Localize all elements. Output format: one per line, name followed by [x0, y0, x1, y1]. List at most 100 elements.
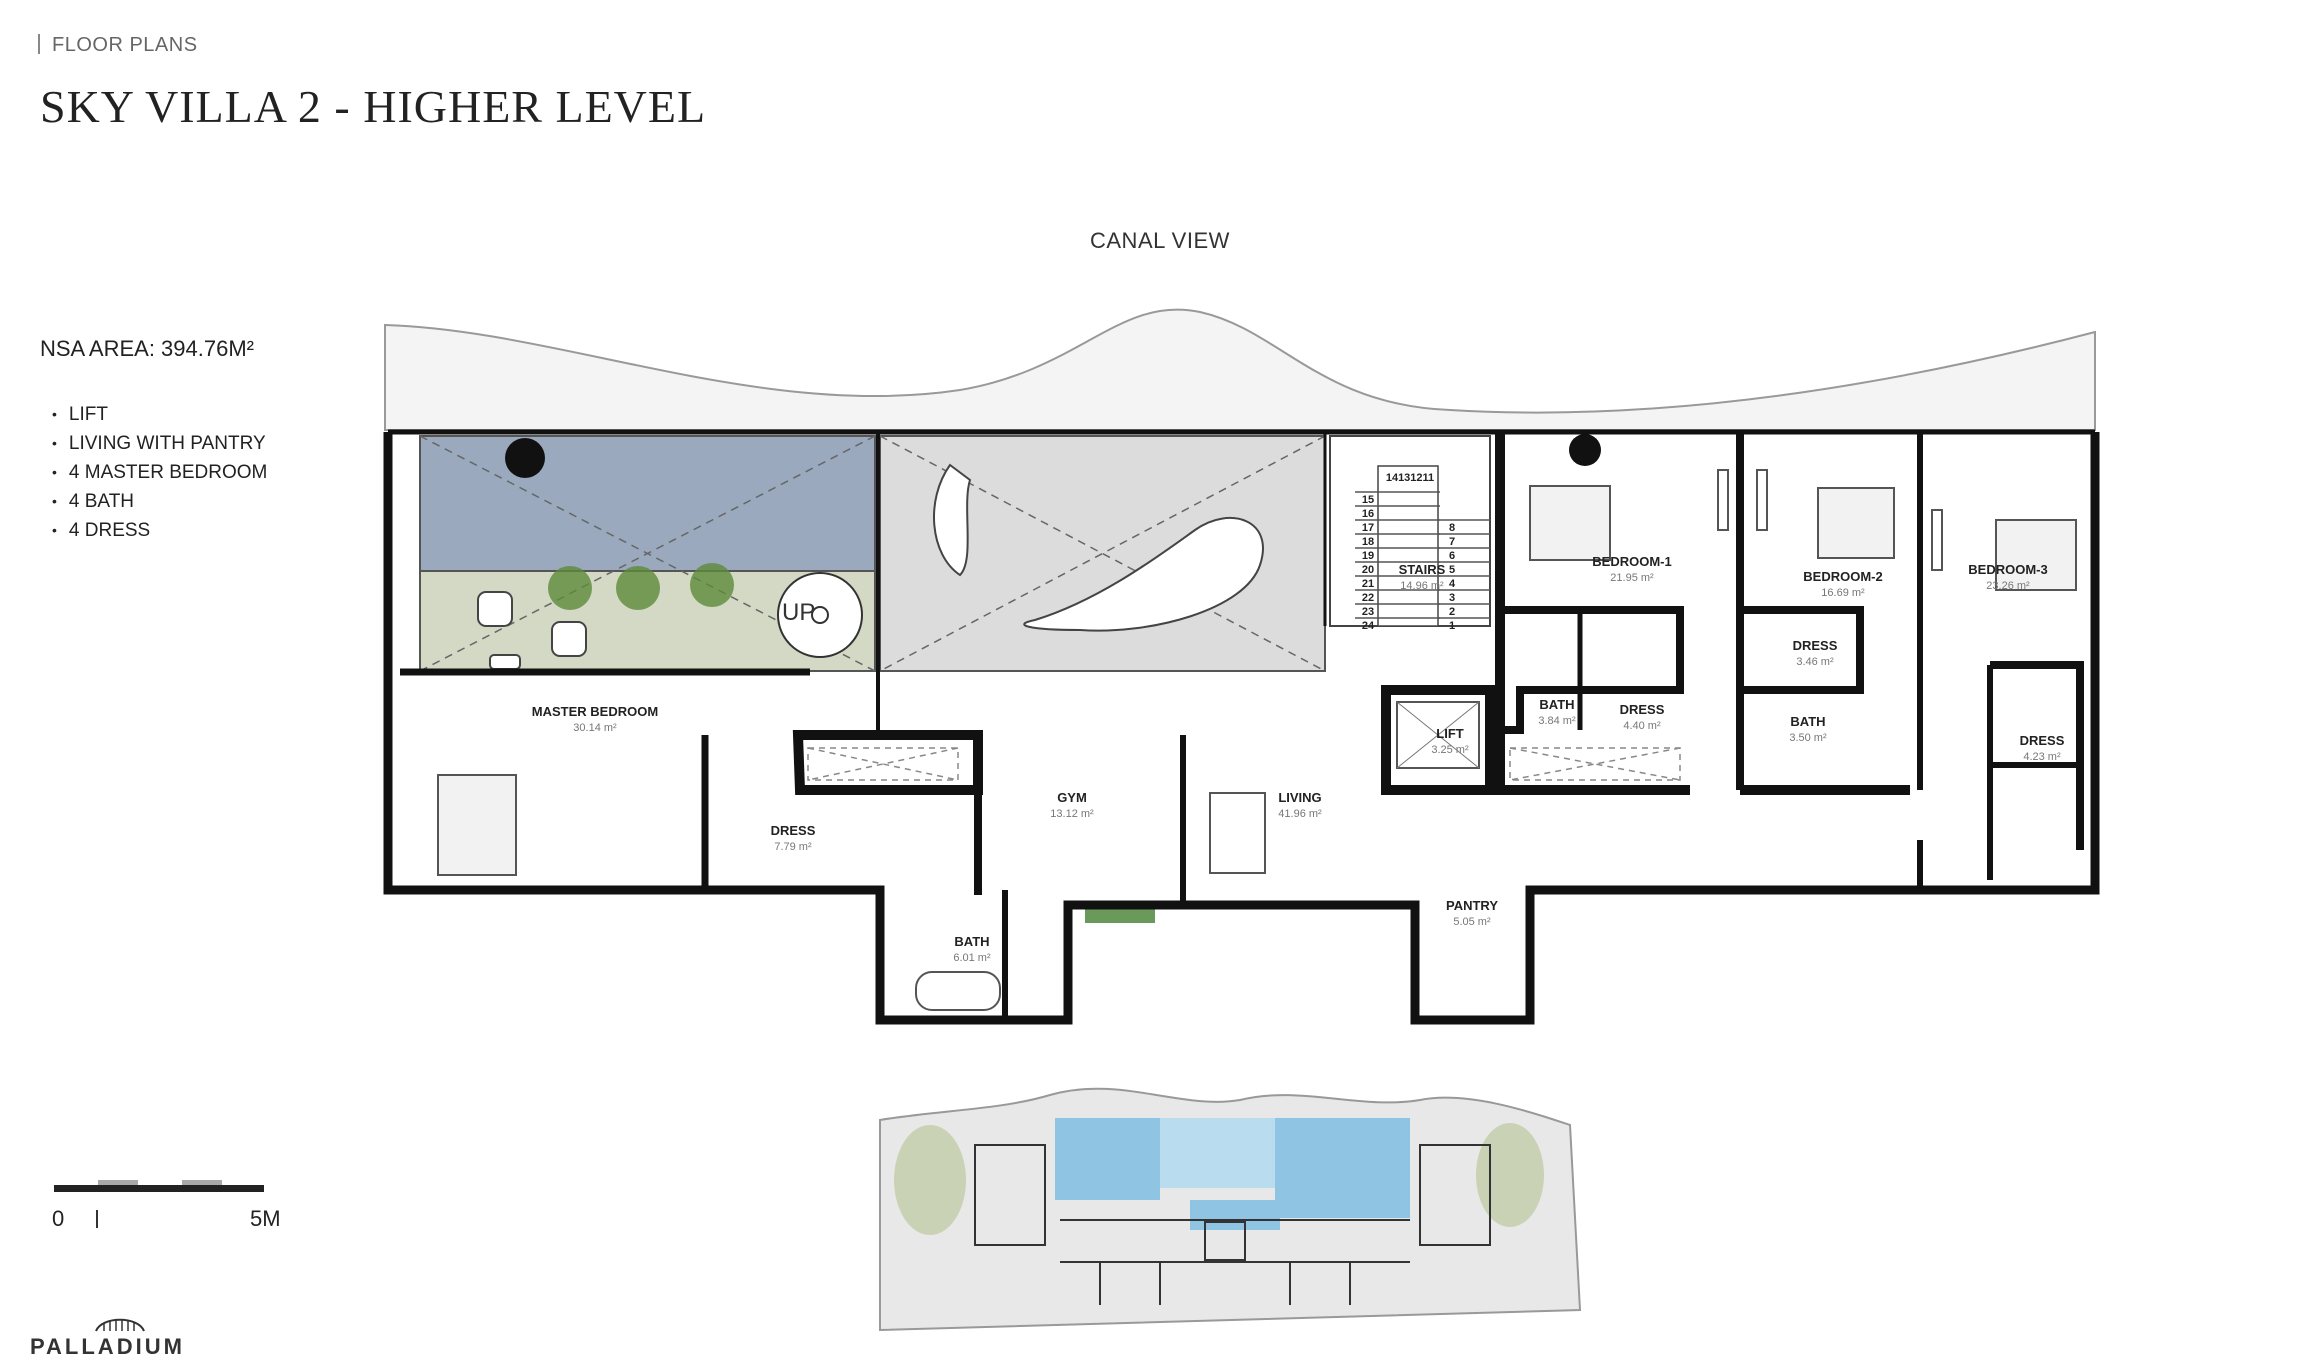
svg-text:6: 6	[1449, 550, 1455, 562]
svg-text:20: 20	[1362, 564, 1374, 576]
svg-text:23: 23	[1362, 606, 1374, 618]
room-stairs: STAIRS 14.96 m²	[1399, 562, 1446, 592]
room-bath-2: BATH 3.50 m²	[1789, 714, 1827, 744]
room-living: LIVING 41.96 m²	[1278, 790, 1322, 820]
bed-icon	[437, 774, 517, 876]
walls	[383, 429, 2100, 1025]
bed-icon	[1817, 487, 1895, 559]
room-gym: GYM 13.12 m²	[1050, 790, 1094, 820]
feature-list: LIFT LIVING WITH PANTRY 4 MASTER BEDROOM…	[52, 400, 267, 545]
svg-text:3: 3	[1449, 592, 1455, 604]
svg-text:BATH: BATH	[1790, 714, 1825, 729]
svg-text:7.79 m²: 7.79 m²	[774, 841, 812, 853]
scale-end-label: 5M	[250, 1206, 281, 1231]
svg-text:4.40 m²: 4.40 m²	[1623, 720, 1661, 732]
palladium-dome-icon	[95, 1318, 145, 1332]
svg-text:16: 16	[1362, 508, 1374, 520]
scale-start-label: 0	[52, 1206, 65, 1231]
svg-text:1: 1	[1449, 620, 1455, 632]
room-dress-3: DRESS 4.23 m²	[2020, 733, 2065, 763]
svg-text:18: 18	[1362, 536, 1374, 548]
svg-text:MASTER BEDROOM: MASTER BEDROOM	[532, 704, 658, 719]
stair-steps-right: 8 7 6 5 4 3 2 1	[1449, 522, 1456, 632]
room-bedroom-2: BEDROOM-2 16.69 m²	[1803, 569, 1882, 599]
svg-text:LIVING: LIVING	[1278, 790, 1321, 805]
svg-text:BEDROOM-3: BEDROOM-3	[1968, 562, 2047, 577]
sofa	[1023, 516, 1264, 632]
svg-text:4.23 m²: 4.23 m²	[2023, 751, 2061, 763]
svg-text:4: 4	[1449, 578, 1456, 590]
svg-text:17: 17	[1362, 522, 1374, 534]
list-item: LIFT	[52, 400, 267, 429]
svg-text:BEDROOM-1: BEDROOM-1	[1592, 554, 1671, 569]
list-item: LIVING WITH PANTRY	[52, 429, 267, 458]
key-plan	[879, 1087, 1582, 1332]
stair-up-label: UP	[782, 599, 815, 626]
svg-text:8: 8	[1449, 522, 1455, 534]
room-dress-master: DRESS 7.79 m²	[771, 823, 816, 853]
svg-text:DRESS: DRESS	[1793, 638, 1838, 653]
svg-text:BEDROOM-2: BEDROOM-2	[1803, 569, 1882, 584]
orientation-label: CANAL VIEW	[1090, 228, 1230, 253]
svg-text:3.84 m²: 3.84 m²	[1538, 715, 1576, 727]
bed-icon	[1995, 519, 2077, 591]
svg-text:DRESS: DRESS	[771, 823, 816, 838]
svg-text:3.25 m²: 3.25 m²	[1431, 744, 1469, 756]
svg-text:GYM: GYM	[1057, 790, 1087, 805]
column	[505, 438, 545, 478]
svg-text:5: 5	[1449, 564, 1455, 576]
terrace-furniture	[477, 591, 587, 670]
stair-steps-left: 15 16 17 18 19 20 21 22 23 24	[1362, 494, 1375, 632]
scale-bar: 0 5M	[52, 1180, 282, 1240]
list-item: 4 BATH	[52, 487, 267, 516]
svg-text:24: 24	[1362, 620, 1375, 632]
svg-text:PANTRY: PANTRY	[1446, 898, 1498, 913]
svg-text:7: 7	[1449, 536, 1455, 548]
svg-text:2: 2	[1449, 606, 1455, 618]
room-bath-1: BATH 3.84 m²	[1538, 697, 1576, 727]
svg-text:3.46 m²: 3.46 m²	[1796, 656, 1834, 668]
list-item: 4 MASTER BEDROOM	[52, 458, 267, 487]
bed-icon	[1529, 485, 1611, 561]
svg-text:21.95 m²: 21.95 m²	[1610, 572, 1654, 584]
svg-text:16.69 m²: 16.69 m²	[1821, 587, 1865, 599]
svg-text:41.96 m²: 41.96 m²	[1278, 808, 1322, 820]
room-dress-2: DRESS 3.46 m²	[1793, 638, 1838, 668]
column	[1569, 434, 1601, 466]
room-master-bedroom: MASTER BEDROOM 30.14 m²	[532, 704, 658, 734]
nsa-area: NSA AREA: 394.76M²	[40, 336, 254, 361]
pool	[419, 435, 876, 572]
list-item: 4 DRESS	[52, 516, 267, 545]
svg-text:30.14 m²: 30.14 m²	[573, 722, 617, 734]
svg-text:22: 22	[1362, 592, 1374, 604]
brand-name: PALLADIUM	[30, 1334, 185, 1359]
plant-icon	[548, 563, 734, 610]
svg-text:14.96 m²: 14.96 m²	[1400, 580, 1444, 592]
page-title: SKY VILLA 2 - HIGHER LEVEL	[40, 81, 707, 132]
svg-text:LIFT: LIFT	[1436, 726, 1463, 741]
svg-text:5.05 m²: 5.05 m²	[1453, 916, 1491, 928]
room-pantry: PANTRY 5.05 m²	[1446, 898, 1498, 928]
balcony-wave	[384, 308, 2096, 431]
svg-text:BATH: BATH	[1539, 697, 1574, 712]
svg-text:3.50 m²: 3.50 m²	[1789, 732, 1827, 744]
section-label: FLOOR PLANS	[38, 34, 198, 57]
svg-text:DRESS: DRESS	[1620, 702, 1665, 717]
bathtub	[915, 971, 1001, 1011]
svg-text:19: 19	[1362, 550, 1374, 562]
room-bedroom-1: BEDROOM-1 21.95 m²	[1592, 554, 1671, 584]
svg-text:13.12 m²: 13.12 m²	[1050, 808, 1094, 820]
svg-text:15: 15	[1362, 494, 1374, 506]
room-dress-1: DRESS 4.40 m²	[1620, 702, 1665, 732]
brand-logo: PALLADIUM	[30, 1312, 220, 1362]
svg-text:DRESS: DRESS	[2020, 733, 2065, 748]
room-lift: LIFT 3.25 m²	[1431, 726, 1469, 756]
svg-text:21: 21	[1362, 578, 1374, 590]
svg-text:6.01 m²: 6.01 m²	[953, 952, 991, 964]
room-bedroom-3: BEDROOM-3 23.26 m²	[1968, 562, 2047, 592]
stair-steps-top: 14131211	[1386, 472, 1434, 484]
svg-text:STAIRS: STAIRS	[1399, 562, 1446, 577]
svg-text:23.26 m²: 23.26 m²	[1986, 580, 2030, 592]
